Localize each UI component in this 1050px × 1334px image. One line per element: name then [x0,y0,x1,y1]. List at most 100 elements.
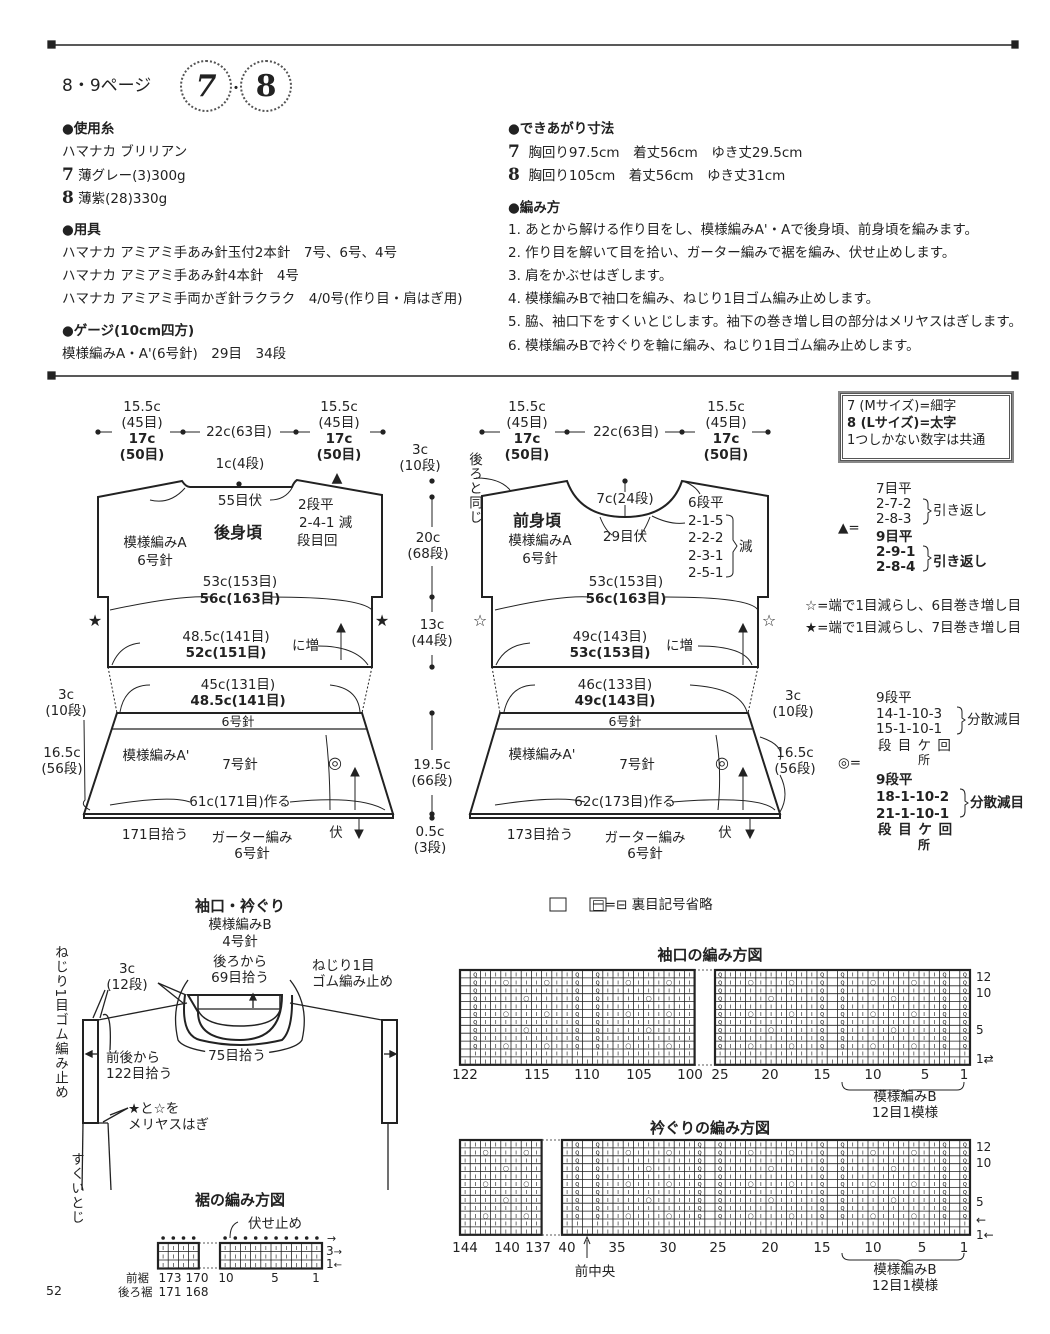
dc-note-m: 14-1-10-3 [876,706,943,722]
back-dimension-dots [95,429,386,487]
stitch-symbol: ı [638,994,640,1002]
stitch-symbol: ı [872,1164,874,1172]
stitch-symbol: ı [689,1058,691,1066]
stitch-symbol: ƍ [840,1204,844,1212]
repeat-brace [841,1252,965,1266]
stitch-symbol: ı [485,1204,487,1212]
stitch-symbol: ı [740,1212,742,1220]
stitch-symbol: ı [617,1180,619,1188]
stitch-symbol: ı [668,994,670,1002]
stitch-symbol: ı [729,1188,731,1196]
stitch-symbol: ı [607,1042,609,1050]
stitch-symbol: ı [515,1180,517,1188]
stitch-symbol: ƍ [840,1172,844,1180]
stitch-symbol: ƍ [473,971,477,979]
stitch-symbol: ı [515,1141,517,1149]
stitch-symbol: ƍ [718,1042,722,1050]
stitch-symbol: ı [464,1228,466,1236]
stitch-symbol: ı [872,1034,874,1042]
stitch-symbol: ı [893,1002,895,1010]
stitch-symbol: ı [536,987,538,995]
stitch-symbol: ı [760,1220,762,1228]
stitch-symbol: ı [770,1212,772,1220]
stitch-symbol: ƍ [575,1149,579,1157]
stitch-symbol: ı [862,1164,864,1172]
neck-row-tick: 1← [976,1228,994,1242]
stitch-symbol: ○ [523,1212,529,1220]
stitch-symbol: ı [505,1141,507,1149]
stitch-symbol: ƍ [942,1002,946,1010]
back-needle: 6号針 [137,553,173,569]
stitch-symbol: ı [546,1026,548,1034]
front-bind-off-hem: 伏 [718,825,732,841]
stitch-symbol: ı [780,1228,782,1236]
stitch-symbol: ƍ [840,1141,844,1149]
stitch-symbol: ı [750,1058,752,1066]
stitch-symbol: ı [515,1220,517,1228]
stitch-symbol: ı [862,1010,864,1018]
stitch-symbol: ı [964,1220,966,1228]
stitch-symbol: ƍ [942,1164,946,1172]
stitch-symbol: ı [933,1002,935,1010]
back-hem-needle: 7号針 [222,757,258,773]
stitch-symbol: ı [893,1228,895,1236]
stitch-symbol: ı [882,1180,884,1188]
stitch-symbol: ı [811,971,813,979]
double-circle-note-symbol: ◎= [838,755,862,771]
stitch-symbol: ƍ [575,1018,579,1026]
stitch-symbol: ı [852,1180,854,1188]
stitch-symbol: ı [780,1204,782,1212]
stitch-symbol: ı [678,1010,680,1018]
stitch-symbol: ı [495,1050,497,1058]
bind-off-dot [161,1236,165,1240]
stitch-symbol: ƍ [820,1212,824,1220]
bind-off-dot [304,1236,309,1240]
stitch-symbol: ƍ [718,971,722,979]
stitch-symbol: ı [193,1244,195,1252]
stitch-symbol: ı [780,1149,782,1157]
stitch-symbol: ı [760,1180,762,1188]
stitch-symbol: ƍ [698,1188,702,1196]
stitch-symbol: ı [689,994,691,1002]
stitch-symbol: ı [474,1149,476,1157]
stitch-symbol: ı [913,971,915,979]
stitch-symbol: ƍ [596,971,600,979]
filled-star-note: ★=端で1目減らし、7目巻き増し目 [805,620,1022,636]
back-band-needle: 6号針 [221,714,255,729]
stitch-symbol: ı [760,1010,762,1018]
stitch-symbol: ı [791,1002,793,1010]
stitch-symbol: ı [658,1180,660,1188]
stitch-symbol: ƍ [942,1149,946,1157]
hem-tick: 1 [312,1271,320,1285]
stitch-symbol: ı [852,1050,854,1058]
stitch-symbol: ı [556,1018,558,1026]
stitch-symbol: ƍ [718,1164,722,1172]
stitch-symbol: ı [740,987,742,995]
stitch-symbol: ı [556,1010,558,1018]
stitch-symbol: ı [505,1050,507,1058]
stitch-symbol: ı [852,979,854,987]
stitch-symbol: ƍ [820,987,824,995]
stitch-symbol: ƍ [963,1196,967,1204]
stitch-symbol: ı [893,1188,895,1196]
bind-off-dot [171,1236,176,1240]
stitch-symbol: ı [536,1220,538,1228]
stitch-symbol: ı [689,1050,691,1058]
stitch-symbol: ı [536,1010,538,1018]
stitch-symbol: ı [872,1196,874,1204]
stitch-symbol: ı [689,1220,691,1228]
stitch-symbol: ı [913,1196,915,1204]
stitch-symbol: ƍ [840,1018,844,1026]
neck-chart-tick: 35 [608,1240,626,1256]
stitch-symbol: ı [597,1058,599,1066]
stitch-symbol: ○ [911,1180,917,1188]
stitch-symbol: ı [801,1034,803,1042]
stitch-symbol: ƍ [963,994,967,1002]
stitch-symbol: ı [933,1180,935,1188]
sleeve-chart-tick: 15 [813,1067,831,1083]
stitch-symbol: ƍ [718,1196,722,1204]
stitch-symbol: ı [648,1058,650,1066]
stitch-symbol: ı [525,1141,527,1149]
stitch-symbol: ı [172,1253,174,1261]
method-step: 1. あとから解ける作り目をし、模様編みA'・Aで後身頃、前身頃を編みます。 [508,222,979,238]
